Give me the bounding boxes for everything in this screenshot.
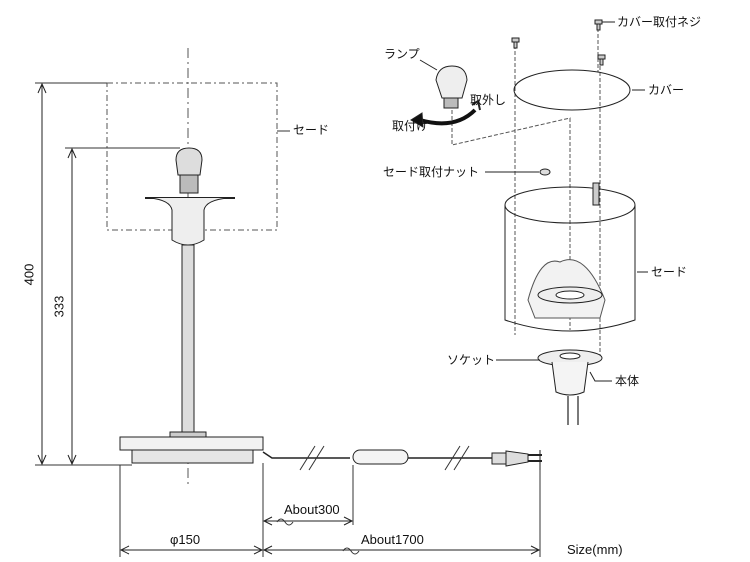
cover-disc bbox=[513, 69, 631, 111]
shade-nut bbox=[539, 168, 551, 176]
dim-333-label: 333 bbox=[51, 295, 67, 318]
side-view bbox=[35, 48, 542, 557]
body-label: 本体 bbox=[615, 374, 640, 388]
lamp-label: ランプ bbox=[384, 47, 420, 61]
cover-screw-label: カバー取付ネジ bbox=[617, 15, 702, 29]
base-bottom bbox=[131, 449, 254, 464]
base-top bbox=[119, 436, 264, 451]
exploded-view bbox=[410, 19, 648, 425]
shade-nut-label: セード取付ナット bbox=[383, 165, 480, 179]
shade-body bbox=[504, 205, 636, 332]
cover-screws bbox=[511, 19, 606, 66]
remove-label: 取外し bbox=[470, 93, 507, 107]
dim-base-diameter-label: φ150 bbox=[170, 532, 201, 547]
shade-label: セード bbox=[293, 123, 330, 137]
attach-label: 取付け bbox=[392, 119, 429, 133]
dim-cord-length-label: About1700 bbox=[361, 532, 424, 547]
cord bbox=[262, 451, 492, 459]
socket-label: ソケット bbox=[447, 353, 496, 367]
plug bbox=[491, 450, 529, 467]
body bbox=[551, 361, 589, 396]
dim-switch-distance-label: About300 bbox=[284, 502, 340, 517]
lamp-bulb bbox=[435, 65, 468, 99]
exploded-shade-label: セード bbox=[651, 265, 688, 279]
switch bbox=[352, 449, 409, 465]
pole bbox=[181, 244, 195, 436]
rotate-arrow bbox=[419, 108, 477, 126]
socket bbox=[149, 197, 229, 246]
dim-400-label: 400 bbox=[21, 263, 37, 286]
units-label: Size(mm) bbox=[567, 542, 623, 557]
cover-label: カバー bbox=[648, 83, 685, 97]
bulb bbox=[175, 147, 203, 176]
